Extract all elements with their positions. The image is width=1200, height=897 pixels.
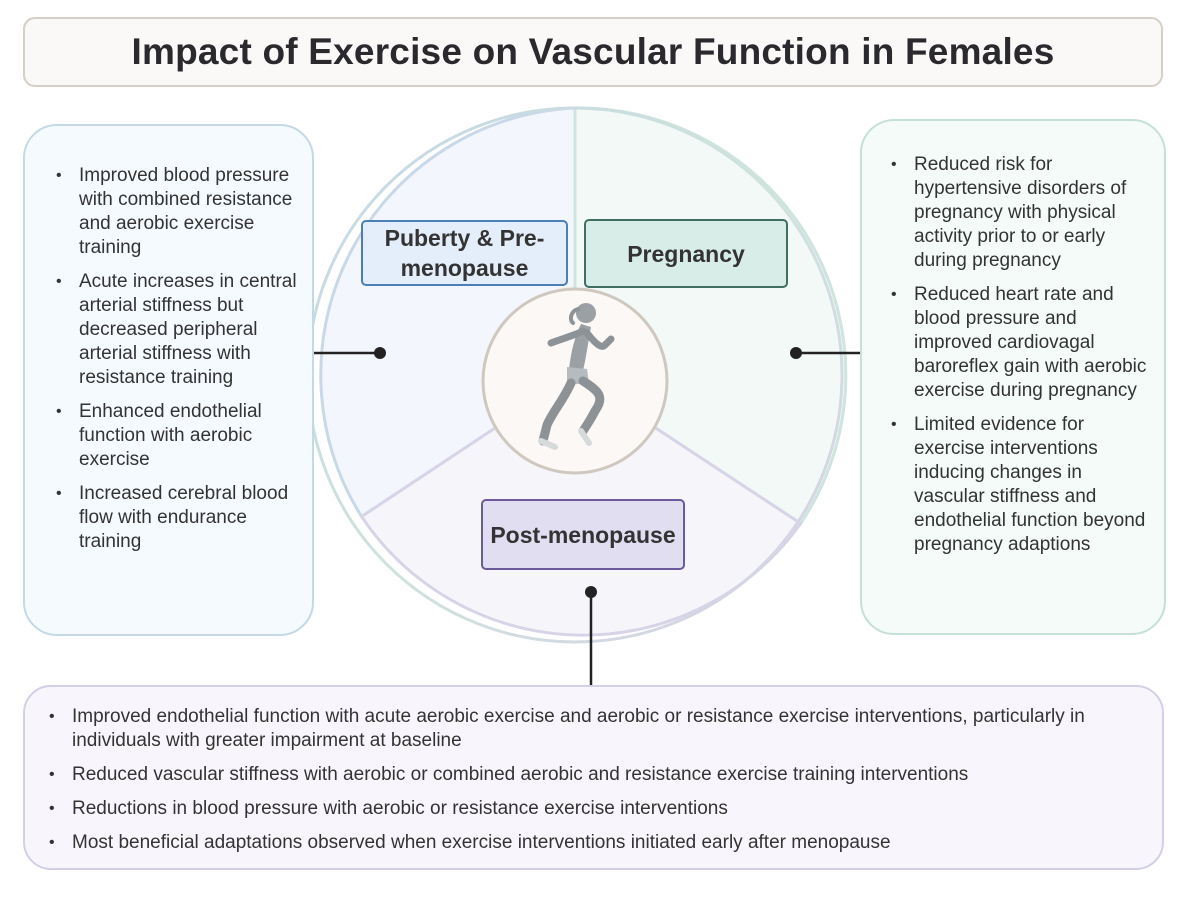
stage-label-puberty: Puberty & Pre-menopause	[361, 220, 568, 286]
stage-label-postmenopause: Post-menopause	[481, 499, 685, 570]
puberty-effects-list: Improved blood pressure with combined re…	[52, 164, 302, 564]
list-item: Increased cerebral blood flow with endur…	[52, 482, 302, 554]
pregnancy-effects-panel: Reduced risk for hypertensive disorders …	[860, 119, 1166, 635]
list-item: Reductions in blood pressure with aerobi…	[45, 797, 1145, 821]
list-item: Enhanced endothelial function with aerob…	[52, 400, 302, 472]
list-item: Improved blood pressure with combined re…	[52, 164, 302, 260]
stage-label-pregnancy: Pregnancy	[584, 219, 788, 288]
list-item: Improved endothelial function with acute…	[45, 705, 1145, 753]
title-banner: Impact of Exercise on Vascular Function …	[23, 17, 1163, 87]
list-item: Reduced risk for hypertensive disorders …	[887, 153, 1155, 273]
list-item: Most beneficial adaptations observed whe…	[45, 831, 1145, 855]
list-item: Acute increases in central arterial stif…	[52, 270, 302, 390]
pregnancy-effects-list: Reduced risk for hypertensive disorders …	[887, 153, 1155, 567]
list-item: Reduced vascular stiffness with aerobic …	[45, 763, 1145, 787]
list-item: Limited evidence for exercise interventi…	[887, 413, 1155, 557]
runner-icon	[538, 303, 615, 450]
page-title: Impact of Exercise on Vascular Function …	[131, 31, 1055, 72]
connector-dot-puberty	[374, 347, 386, 359]
connector-dot-pregnancy	[790, 347, 802, 359]
list-item: Reduced heart rate and blood pressure an…	[887, 283, 1155, 403]
postmenopause-effects-panel: Improved endothelial function with acute…	[23, 685, 1164, 870]
postmenopause-effects-list: Improved endothelial function with acute…	[45, 705, 1145, 865]
puberty-effects-panel: Improved blood pressure with combined re…	[23, 124, 314, 636]
connector-dot-postmenopause	[585, 586, 597, 598]
